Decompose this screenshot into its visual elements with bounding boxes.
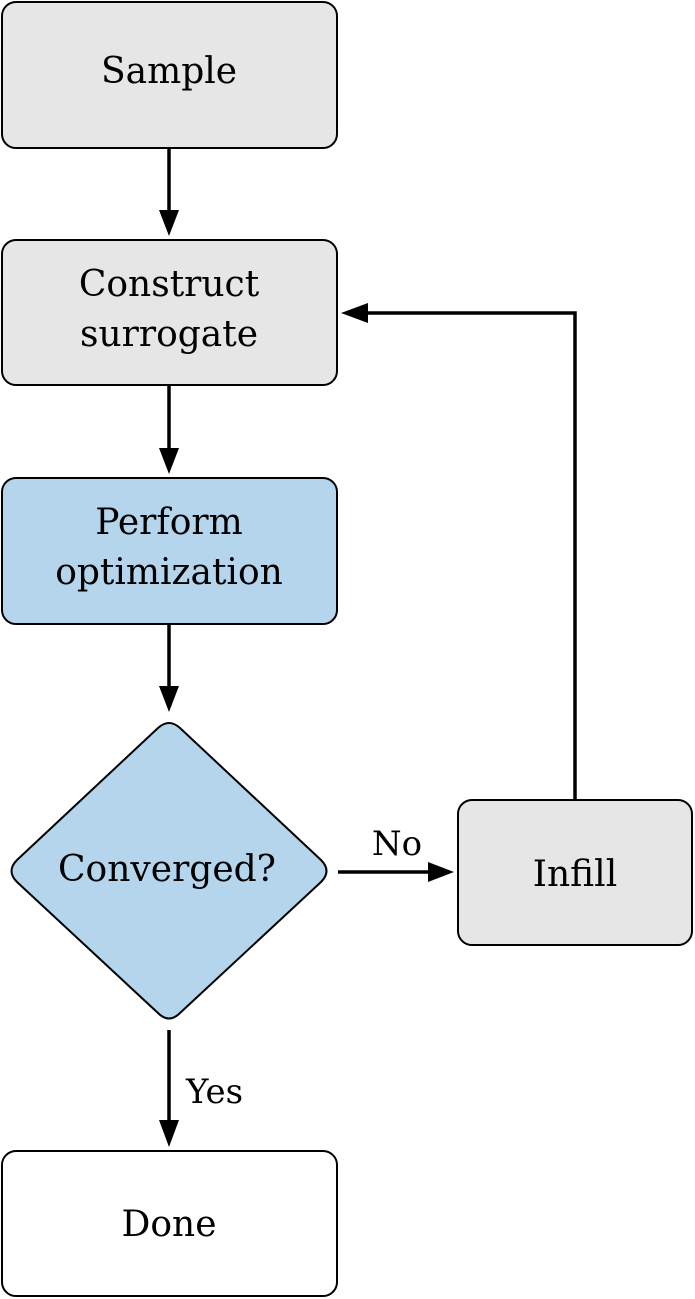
- edge-sample-to-construct-arrowhead: [159, 210, 179, 236]
- edge-converged-to-done-arrowhead: [159, 1120, 179, 1147]
- edge-infill-to-construct-line: [364, 311, 577, 800]
- node-sample-label: Sample: [101, 51, 237, 92]
- node-done-box: [1, 1150, 338, 1297]
- node-infill-label: Infill: [533, 854, 617, 895]
- node-infill: Infill: [457, 799, 693, 946]
- node-construct-surrogate: Construct surrogate: [1, 239, 338, 386]
- node-sample: Sample: [1, 1, 338, 149]
- edge-no-label: No: [372, 824, 422, 864]
- edge-yes-label: Yes: [185, 1072, 243, 1112]
- edge-sample-to-construct: [159, 148, 179, 236]
- node-converged-label: Converged?: [58, 849, 276, 890]
- edge-converged-to-infill-arrowhead: [428, 862, 454, 882]
- node-perform-optimization-label-line1: Perform: [95, 502, 242, 543]
- node-perform-optimization-label-line2: optimization: [55, 552, 283, 593]
- edge-converged-to-done: Yes: [159, 1030, 243, 1147]
- node-done-label: Done: [121, 1204, 216, 1245]
- node-construct-surrogate-label-line1: Construct: [79, 264, 260, 305]
- node-converged-diamond: [10, 722, 328, 1020]
- node-converged-decision: Converged?: [10, 722, 328, 1020]
- node-construct-surrogate-box: [1, 239, 338, 386]
- edge-converged-to-infill: No: [338, 824, 454, 882]
- edge-construct-to-optimize: [159, 385, 179, 474]
- edge-infill-to-construct-arrowhead: [341, 303, 368, 323]
- node-done: Done: [1, 1150, 338, 1297]
- edge-infill-to-construct: [341, 303, 577, 800]
- edge-construct-to-optimize-arrowhead: [159, 448, 179, 474]
- edge-optimize-to-converged: [159, 624, 179, 712]
- node-perform-optimization: Perform optimization: [1, 477, 338, 625]
- node-perform-optimization-box: [1, 477, 338, 625]
- edge-optimize-to-converged-arrowhead: [159, 686, 179, 712]
- node-construct-surrogate-label-line2: surrogate: [80, 314, 258, 355]
